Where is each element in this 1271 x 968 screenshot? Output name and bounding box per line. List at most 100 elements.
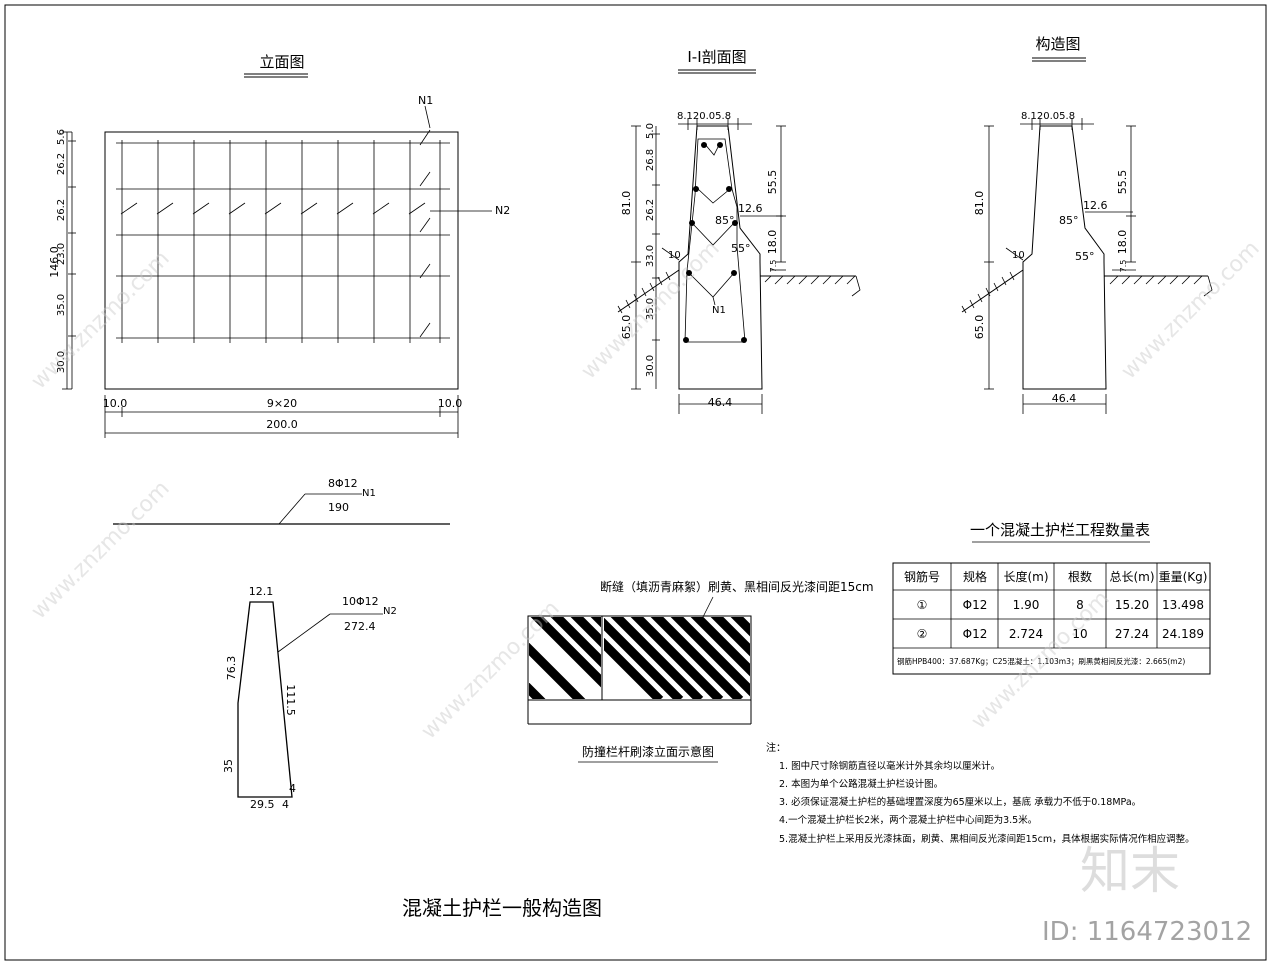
rebar-n2-left: 76.3: [225, 656, 238, 681]
qty-table-title: 一个混凝土护栏工程数量表: [970, 521, 1150, 539]
notes-head: 注：: [766, 741, 786, 754]
rebar-n2-length: 272.4: [344, 620, 376, 633]
qty-header-5: 总长(m): [1109, 570, 1154, 584]
structure-r18: 18.0: [1116, 230, 1129, 255]
rebar-n2-base: 29.5: [250, 798, 275, 811]
qty-r1-c5: 15.20: [1115, 598, 1149, 612]
section-view: I-I剖面图 N1 8.120.05.8: [617, 48, 861, 414]
note-1: 1. 图中尺寸除钢筋直径以毫米计外其余均以厘米计。: [779, 760, 1000, 772]
watermark-id: ID: 1164723012: [1042, 917, 1252, 947]
note-3: 3. 必须保证混凝土护栏的基础埋置深度为65厘米以上，基底 承载力不低于0.18…: [779, 796, 1141, 808]
notes: 注： 1. 图中尺寸除钢筋直径以毫米计外其余均以厘米计。 2. 本图为单个公路混…: [766, 741, 1195, 845]
quantity-table: 一个混凝土护栏工程数量表 钢筋号 规格 长度(m) 根数 总长(m) 重量(Kg…: [892, 521, 1211, 675]
section-dim-5: 35.0: [645, 298, 656, 320]
structure-top-dims: 8.120.05.8: [1021, 111, 1075, 122]
qty-header-6: 重量(Kg): [1159, 570, 1208, 584]
qty-footer: 钢筋HPB400：37.687Kg；C25混凝土：1.103m3；刷黑黄相间反光…: [897, 656, 1185, 666]
note-4: 4.一个混凝土护栏长2米，两个混凝土护栏中心间距为3.5米。: [779, 814, 1037, 826]
qty-r2-c2: Φ12: [963, 627, 988, 641]
qty-header-4: 根数: [1068, 569, 1092, 584]
note-5: 5.混凝土护栏上采用反光漆抹面，刷黄、黑相间反光漆间距15cm，具体根据实际情况…: [779, 833, 1195, 845]
watermark-site-3: www.znzmo.com: [27, 476, 175, 624]
elevation-dim-1: 5.6: [56, 129, 67, 145]
section-r12-6: 12.6: [738, 202, 763, 215]
elevation-title: 立面图: [259, 53, 304, 71]
watermark-brand: 知末: [1080, 842, 1180, 900]
qty-r2-c5: 27.24: [1115, 627, 1149, 641]
section-d10: 10: [668, 250, 681, 261]
stirrup-n2: [684, 138, 746, 343]
rebar-n1-id: N1: [362, 488, 376, 499]
paint-label: 断缝（填沥青麻絮）刷黄、黑相间反光漆间距15cm: [600, 579, 874, 594]
qty-r1-c6: 13.498: [1162, 598, 1204, 612]
rebar-n2-spec: 10Φ12: [342, 595, 379, 608]
section-dim-1: 5.0: [645, 123, 656, 139]
structure-d10: 10: [1012, 250, 1025, 261]
section-h81: 81.0: [620, 191, 633, 216]
section-r7-5: 7.5: [769, 260, 778, 273]
watermark-site-6: www.znzmo.com: [1117, 236, 1265, 384]
section-h65: 65.0: [620, 315, 633, 340]
section-n1-label: N1: [712, 305, 726, 316]
qty-r1-c4: 8: [1076, 598, 1084, 612]
paint-caption: 防撞栏杆刷漆立面示意图: [582, 744, 714, 759]
structure-angle-85: 85°: [1059, 214, 1079, 227]
qty-r1-c1: ①: [917, 598, 928, 612]
rebar-n2-right: 111.5: [284, 684, 297, 716]
rebar-n1-spec: 8Φ12: [328, 477, 358, 490]
section-angle-55: 55°: [731, 242, 751, 255]
structure-outline: [1022, 125, 1107, 390]
qty-r2-c6: 24.189: [1162, 627, 1204, 641]
section-r18: 18.0: [766, 230, 779, 255]
structure-title: 构造图: [1035, 35, 1080, 53]
rebar-n1-length: 190: [328, 501, 349, 514]
structure-r55: 55.5: [1116, 170, 1129, 195]
section-dim-6: 30.0: [645, 355, 656, 377]
section-dim-4: 33.0: [645, 245, 656, 267]
section-title: I-I剖面图: [687, 48, 746, 66]
structure-h81: 81.0: [973, 191, 986, 216]
paint-schematic: 断缝（填沥青麻絮）刷黄、黑相间反光漆间距15cm: [527, 579, 874, 763]
structure-angle-55: 55°: [1075, 250, 1095, 263]
section-base: 46.4: [708, 396, 733, 409]
section-r55: 55.5: [766, 170, 779, 195]
section-rebar-dots: [683, 142, 747, 343]
elevation-dim-5: 35.0: [56, 294, 67, 316]
elevation-dim-4: 23.0: [56, 243, 67, 265]
rebar-n1-detail: 8Φ12 N1 190: [113, 477, 450, 525]
structure-h65: 65.0: [973, 315, 986, 340]
qty-r1-c3: 1.90: [1013, 598, 1040, 612]
elevation-dim-3: 26.2: [56, 199, 67, 221]
elevation-n1-label: N1: [418, 94, 433, 107]
qty-header-3: 长度(m): [1003, 569, 1048, 584]
paint-stripes-left: [529, 617, 601, 699]
sheet-border: [4, 4, 1267, 961]
elevation-dim-2: 26.2: [56, 153, 67, 175]
rebar-grid: [116, 129, 450, 343]
rebar-n2-detail: 10Φ12 N2 272.4 12.1 76.3 111.5 35 29.5 4…: [222, 585, 397, 811]
structure-view: 构造图 8.120.05.8 81.0 65.0 55.5 18.0 7.5 1…: [961, 35, 1213, 414]
section-dim-2: 26.8: [645, 149, 656, 171]
structure-r7-5: 7.5: [1119, 260, 1128, 273]
qty-header-2: 规格: [963, 569, 987, 584]
qty-header-1: 钢筋号: [904, 569, 940, 584]
section-top-dims: 8.120.05.8: [677, 111, 731, 122]
watermark-site-4: www.znzmo.com: [417, 596, 565, 744]
rebar-n2-top: 12.1: [249, 585, 274, 598]
rebar-n2-lower: 35: [222, 759, 235, 773]
rebar-n2-base2: 4: [282, 798, 289, 811]
elevation-height-total: 146.0: [48, 246, 61, 278]
rebar-n2-shape: [237, 601, 293, 798]
elevation-outline: [104, 131, 459, 390]
paint-stripes-right: [604, 617, 750, 699]
rebar-n2-id: N2: [383, 606, 397, 617]
elevation-n2-label: N2: [495, 204, 510, 217]
section-angle-85: 85°: [715, 214, 735, 227]
structure-r12-6: 12.6: [1083, 199, 1108, 212]
drawing-title: 混凝土护栏一般构造图: [402, 896, 602, 920]
elevation-bottom-left: 10.0: [103, 397, 128, 410]
rebar-n2-foot: 4: [289, 782, 296, 795]
elevation-bottom-mid: 9×20: [267, 397, 297, 410]
structure-base: 46.4: [1052, 392, 1077, 405]
